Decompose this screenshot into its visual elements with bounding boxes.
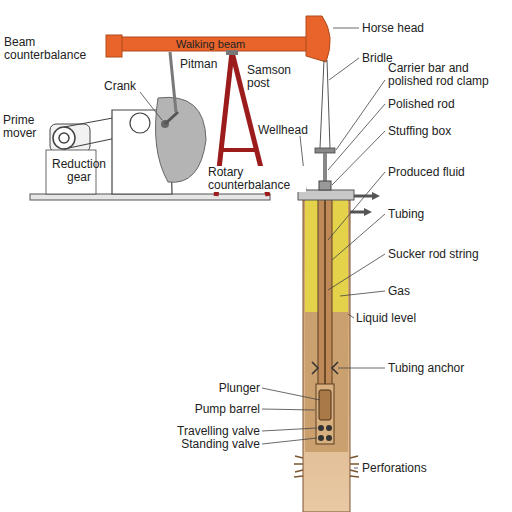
part-label: Pump barrel — [150, 403, 260, 416]
part-label: Carrier bar and polished rod clamp — [388, 62, 510, 88]
part-label: Beam counterbalance — [4, 36, 104, 62]
part-label: Wellhead — [258, 124, 318, 137]
part-label: Reduction gear — [48, 158, 110, 184]
part-label: Horse head — [362, 22, 452, 35]
part-label: Tubing anchor — [388, 362, 498, 375]
part-label: Polished rod — [388, 98, 498, 111]
part-label: Produced fluid — [388, 166, 498, 179]
part-label: Pitman — [180, 58, 225, 71]
part-label: Gas — [388, 285, 448, 298]
part-label: Perforations — [362, 462, 472, 475]
beam-label: Walking beam — [176, 38, 276, 51]
part-label: Standing valve — [150, 438, 260, 451]
part-label: Sucker rod string — [388, 248, 508, 261]
part-label: Plunger — [150, 382, 260, 395]
part-label: Rotary counterbalance — [206, 166, 306, 192]
part-label: Travelling valve — [150, 425, 260, 438]
part-label: Liquid level — [356, 312, 456, 325]
part-label: Prime mover — [3, 114, 48, 140]
part-label: Stuffing box — [388, 125, 498, 138]
part-label: Tubing — [388, 208, 498, 221]
part-label: Samson post — [247, 64, 297, 90]
part-label: Crank — [104, 80, 144, 93]
